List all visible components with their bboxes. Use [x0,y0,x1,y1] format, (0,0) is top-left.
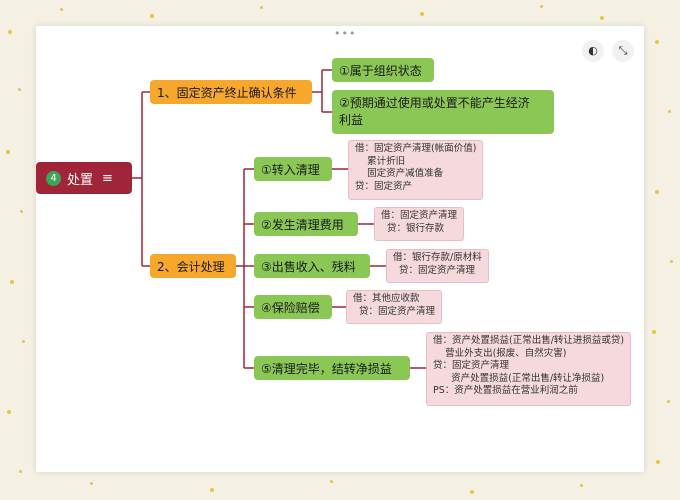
branch-label: 2、会计处理 [157,259,225,274]
note-line: 借：固定资产清理 [381,210,458,221]
note-line: 借：其他应收款 [353,293,420,304]
condition-label: ①属于组织状态 [339,63,422,78]
branch-accounting[interactable]: 2、会计处理 [150,254,236,278]
step-label: ③出售收入、残料 [261,259,356,274]
note-line: 借：固定资产清理(帐面价值) [355,143,477,154]
note-line: 贷：固定资产清理 [393,264,476,276]
note-line: 累计折旧 [355,155,406,167]
condition-label-line1: ②预期通过使用或处置不能产生经济 [339,96,530,110]
branch2-connector [236,168,254,369]
note-line: 资产处置损益(正常出售/转让净损益) [433,372,605,384]
note-line: 贷：银行存款 [381,222,445,234]
step-node-3[interactable]: ③出售收入、残料 [254,254,370,278]
condition-node-1[interactable]: ①属于组织状态 [332,58,434,82]
step-node-2[interactable]: ②发生清理费用 [254,212,358,236]
step-node-5[interactable]: ⑤清理完毕，结转净损益 [254,356,410,380]
root-connector [132,91,150,267]
journal-note-5: 借：资产处置损益(正常出售/转让进损益或贷) 营业外支出(报废、自然灾害) 贷：… [426,332,632,406]
step-node-4[interactable]: ④保险赔偿 [254,295,332,319]
condition-node-2[interactable]: ②预期通过使用或处置不能产生经济 利益 [332,90,554,134]
condition-label-line2: 利益 [339,113,364,127]
root-number-badge: 4 [46,170,61,186]
drag-handle-icon[interactable]: ••• [334,27,357,40]
collapse-icon[interactable]: ⤡ [612,40,634,62]
note-line: 贷：固定资产清理 [353,305,436,317]
journal-note-3: 借：银行存款/原材料 贷：固定资产清理 [386,249,489,283]
step-label: ①转入清理 [261,162,320,177]
note-line: 贷：固定资产 [355,180,413,192]
journal-note-2: 借：固定资产清理 贷：银行存款 [374,207,465,241]
step-label: ④保险赔偿 [261,300,320,315]
journal-note-1: 借：固定资产清理(帐面价值) 累计折旧 固定资产减值准备 贷：固定资产 [348,140,484,200]
branch1-connector [312,69,332,113]
note-line: PS：资产处置损益在营业利润之前 [433,385,578,397]
root-label: 处置 [67,172,94,188]
step-label: ⑤清理完毕，结转净损益 [261,361,392,376]
note-line: 固定资产减值准备 [355,168,444,180]
note-line: 借：银行存款/原材料 [393,252,482,263]
root-node[interactable]: 4 处置 ≡ [36,162,132,194]
menu-lines-icon: ≡ [102,170,113,186]
note-line: 贷：固定资产清理 [433,360,510,372]
branch-label: 1、固定资产终止确认条件 [157,85,297,100]
journal-note-4: 借：其他应收款 贷：固定资产清理 [346,290,443,324]
step-label: ②发生清理费用 [261,217,344,232]
step-node-1[interactable]: ①转入清理 [254,157,332,181]
branch-derecognition[interactable]: 1、固定资产终止确认条件 [150,80,312,104]
note-line: 借：资产处置损益(正常出售/转让进损益或贷) [433,335,625,346]
note-line: 营业外支出(报废、自然灾害) [433,347,567,359]
theme-toggle-icon[interactable]: ◐ [582,40,604,62]
